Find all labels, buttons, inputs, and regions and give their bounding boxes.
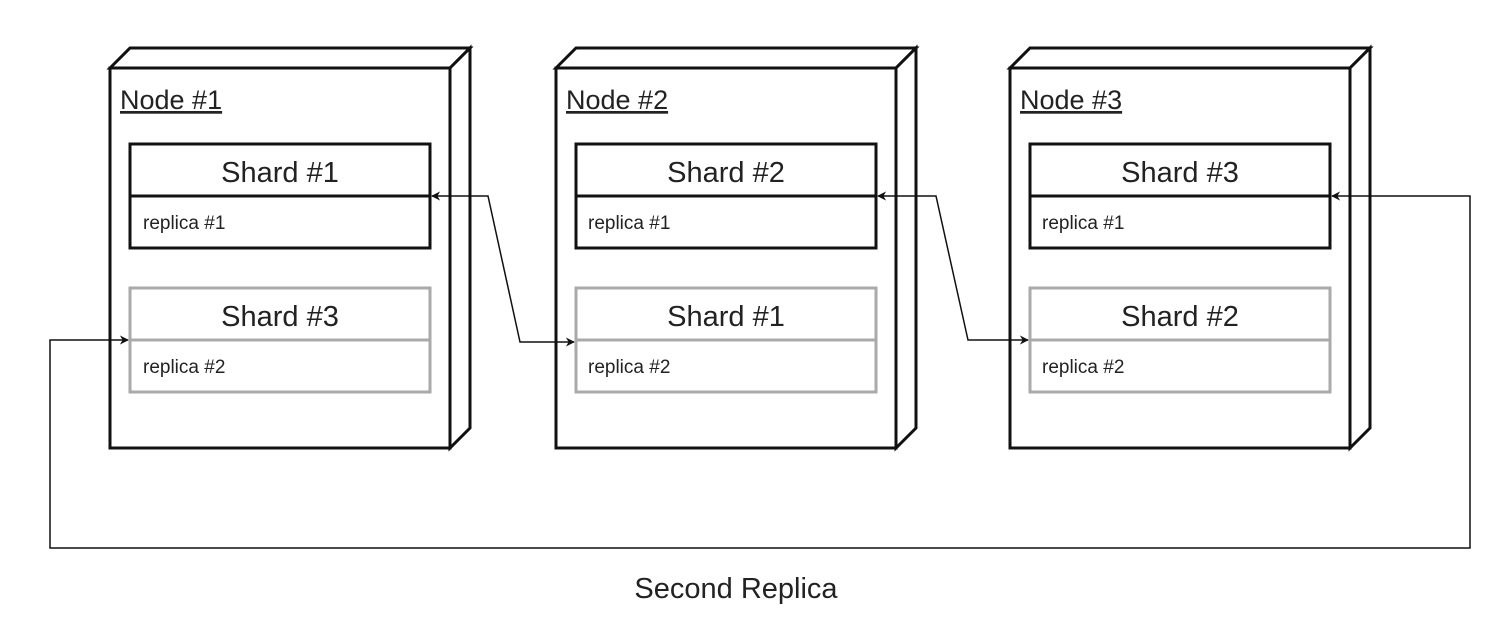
node-2-secondary-shard: Shard #1 replica #2	[574, 286, 878, 394]
connector-node3-shard3-to-node1-replica	[49, 191, 1471, 549]
node-3: Node #3 Shard #3 replica #1 Shard #2 rep…	[1006, 44, 1374, 452]
node-1-primary-replica-label: replica #1	[143, 213, 225, 234]
node-2-secondary-shard-title: Shard #1	[667, 301, 785, 333]
node-2: Node #2 Shard #2 replica #1 Shard #1 rep…	[552, 44, 920, 452]
node-3-primary-replica-label: replica #1	[1042, 213, 1124, 234]
node-2-primary-replica-label: replica #1	[588, 213, 670, 234]
node-3-secondary-replica-label: replica #2	[1042, 357, 1124, 378]
node-3-title: Node #3	[1020, 85, 1122, 115]
node-1-secondary-replica-label: replica #2	[143, 357, 225, 378]
node-2-primary-shard: Shard #2 replica #1	[574, 142, 878, 250]
node-2-primary-shard-title: Shard #2	[667, 157, 785, 189]
node-2-title: Node #2	[566, 85, 668, 115]
node-1-secondary-shard-title: Shard #3	[221, 301, 339, 333]
node-1-title: Node #1	[120, 85, 222, 115]
node-2-secondary-replica-label: replica #2	[588, 357, 670, 378]
node-3-secondary-shard: Shard #2 replica #2	[1028, 286, 1332, 394]
node-1: Node #1 Shard #1 replica #1 Shard #3 rep…	[106, 44, 474, 452]
node-3-primary-shard-title: Shard #3	[1121, 157, 1239, 189]
diagram-caption: Second Replica	[634, 573, 838, 605]
node-1-primary-shard: Shard #1 replica #1	[128, 142, 432, 250]
node-1-secondary-shard: Shard #3 replica #2	[128, 286, 432, 394]
node-1-primary-shard-title: Shard #1	[221, 157, 339, 189]
node-3-primary-shard: Shard #3 replica #1	[1028, 142, 1332, 250]
node-3-secondary-shard-title: Shard #2	[1121, 301, 1239, 333]
